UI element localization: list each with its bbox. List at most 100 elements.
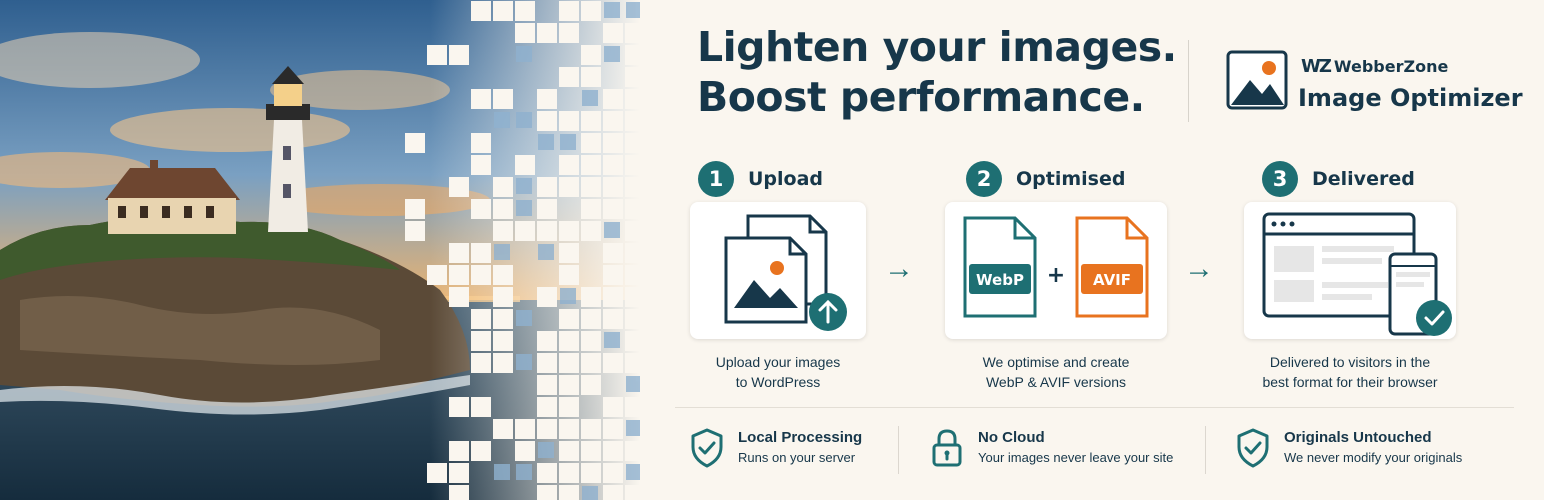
pixel-tile: [449, 45, 469, 65]
pixel-tile: [537, 397, 557, 417]
step-2-caption: We optimise and create WebP & AVIF versi…: [945, 352, 1167, 392]
pixel-tile: [493, 309, 513, 329]
step-3-caption: Delivered to visitors in the best format…: [1236, 352, 1464, 392]
pixel-tile: [625, 353, 640, 373]
pixel-tile: [538, 442, 554, 458]
caption-line: We optimise and create: [982, 354, 1130, 370]
pixel-tile: [603, 177, 623, 197]
pixel-tile: [559, 155, 579, 175]
pixel-tile: [626, 376, 640, 392]
step-number: 3: [1262, 161, 1298, 197]
header-divider: [1188, 40, 1189, 122]
pixel-tile: [515, 419, 535, 439]
step-1-caption: Upload your images to WordPress: [690, 352, 866, 392]
section-divider: [675, 407, 1514, 408]
pixel-tile: [494, 112, 510, 128]
feature-no-cloud: No Cloud Your images never leave your si…: [930, 428, 1173, 468]
pixel-tile: [538, 134, 554, 150]
pixel-tile: [603, 287, 623, 307]
pixel-tile: [405, 199, 425, 219]
pixel-tile: [537, 177, 557, 197]
feature-title: Local Processing: [738, 429, 863, 446]
pixel-tile: [471, 199, 491, 219]
avif-label: AVIF: [1093, 271, 1131, 289]
pixel-tile: [604, 2, 620, 18]
pixel-tile: [603, 485, 623, 500]
pixel-tile: [537, 375, 557, 395]
lock-icon: [932, 429, 962, 467]
pixel-tile: [471, 441, 491, 461]
feature-divider: [898, 426, 899, 474]
pixel-tile: [516, 200, 532, 216]
pixel-tile: [603, 419, 623, 439]
pixel-tile: [581, 441, 601, 461]
pixel-tile: [515, 23, 535, 43]
pixel-tile: [603, 309, 623, 329]
pixel-tile: [537, 353, 557, 373]
pixel-tile: [537, 89, 557, 109]
pixel-tile: [493, 177, 513, 197]
pixel-tile: [516, 46, 532, 62]
pixel-tile: [581, 1, 601, 21]
feature-title: No Cloud: [978, 429, 1045, 446]
company-name: WebberZone: [1333, 57, 1449, 76]
pixel-tile: [581, 199, 601, 219]
pixel-tile: [604, 46, 620, 62]
feature-local-processing: Local Processing Runs on your server: [690, 428, 862, 468]
pixel-tile: [603, 441, 623, 461]
caption-line: to WordPress: [735, 374, 821, 390]
pixel-tile: [581, 221, 601, 241]
pixel-tile: [625, 243, 640, 263]
pixel-tile: [625, 177, 640, 197]
pixel-tile: [559, 111, 579, 131]
pixel-tile: [559, 375, 579, 395]
pixel-tile: [471, 89, 491, 109]
pixel-tile: [427, 463, 447, 483]
pixel-tile: [603, 89, 623, 109]
pixel-tile: [471, 1, 491, 21]
caption-line: best format for their browser: [1262, 374, 1438, 390]
upload-card: [690, 202, 866, 339]
pixel-tile: [625, 265, 640, 285]
step-title: Delivered: [1312, 168, 1415, 190]
feature-description: Runs on your server: [738, 450, 856, 465]
pixel-tile: [625, 309, 640, 329]
pixel-tile: [538, 244, 554, 260]
pixel-tile: [560, 134, 576, 150]
step-title: Optimised: [1016, 168, 1126, 190]
pixel-tile: [559, 309, 579, 329]
shield-check-icon: [1237, 428, 1269, 468]
pixel-tile: [582, 90, 598, 106]
pixel-tile: [493, 199, 513, 219]
caption-line: WebP & AVIF versions: [985, 374, 1127, 390]
pixel-tile: [493, 89, 513, 109]
pixel-tile: [537, 463, 557, 483]
pixel-tile: [626, 420, 640, 436]
pixel-tile: [471, 309, 491, 329]
pixel-tile: [625, 67, 640, 87]
pixel-tile: [537, 485, 557, 500]
feature-description: We never modify your originals: [1284, 450, 1463, 465]
pixel-tile: [516, 112, 532, 128]
pixel-tile: [516, 464, 532, 480]
pixel-tile: [515, 1, 535, 21]
pixel-tile: [493, 221, 513, 241]
pixel-tile: [471, 353, 491, 373]
delivered-card: [1244, 202, 1456, 339]
pixel-tile: [493, 287, 513, 307]
webp-label: WebP: [976, 271, 1024, 289]
pixel-tile: [471, 265, 491, 285]
pixel-tile: [493, 353, 513, 373]
pixel-tile: [559, 331, 579, 351]
pixel-tile: [471, 155, 491, 175]
pixel-tile: [449, 485, 469, 500]
pixel-tile: [405, 221, 425, 241]
pixel-tile: [603, 199, 623, 219]
pixel-tile: [603, 243, 623, 263]
pixel-tile: [515, 155, 535, 175]
shield-check-icon: [691, 428, 723, 468]
pixel-tile: [581, 331, 601, 351]
pixel-tile: [625, 23, 640, 43]
pixel-tile: [537, 221, 557, 241]
pixel-tile: [516, 354, 532, 370]
